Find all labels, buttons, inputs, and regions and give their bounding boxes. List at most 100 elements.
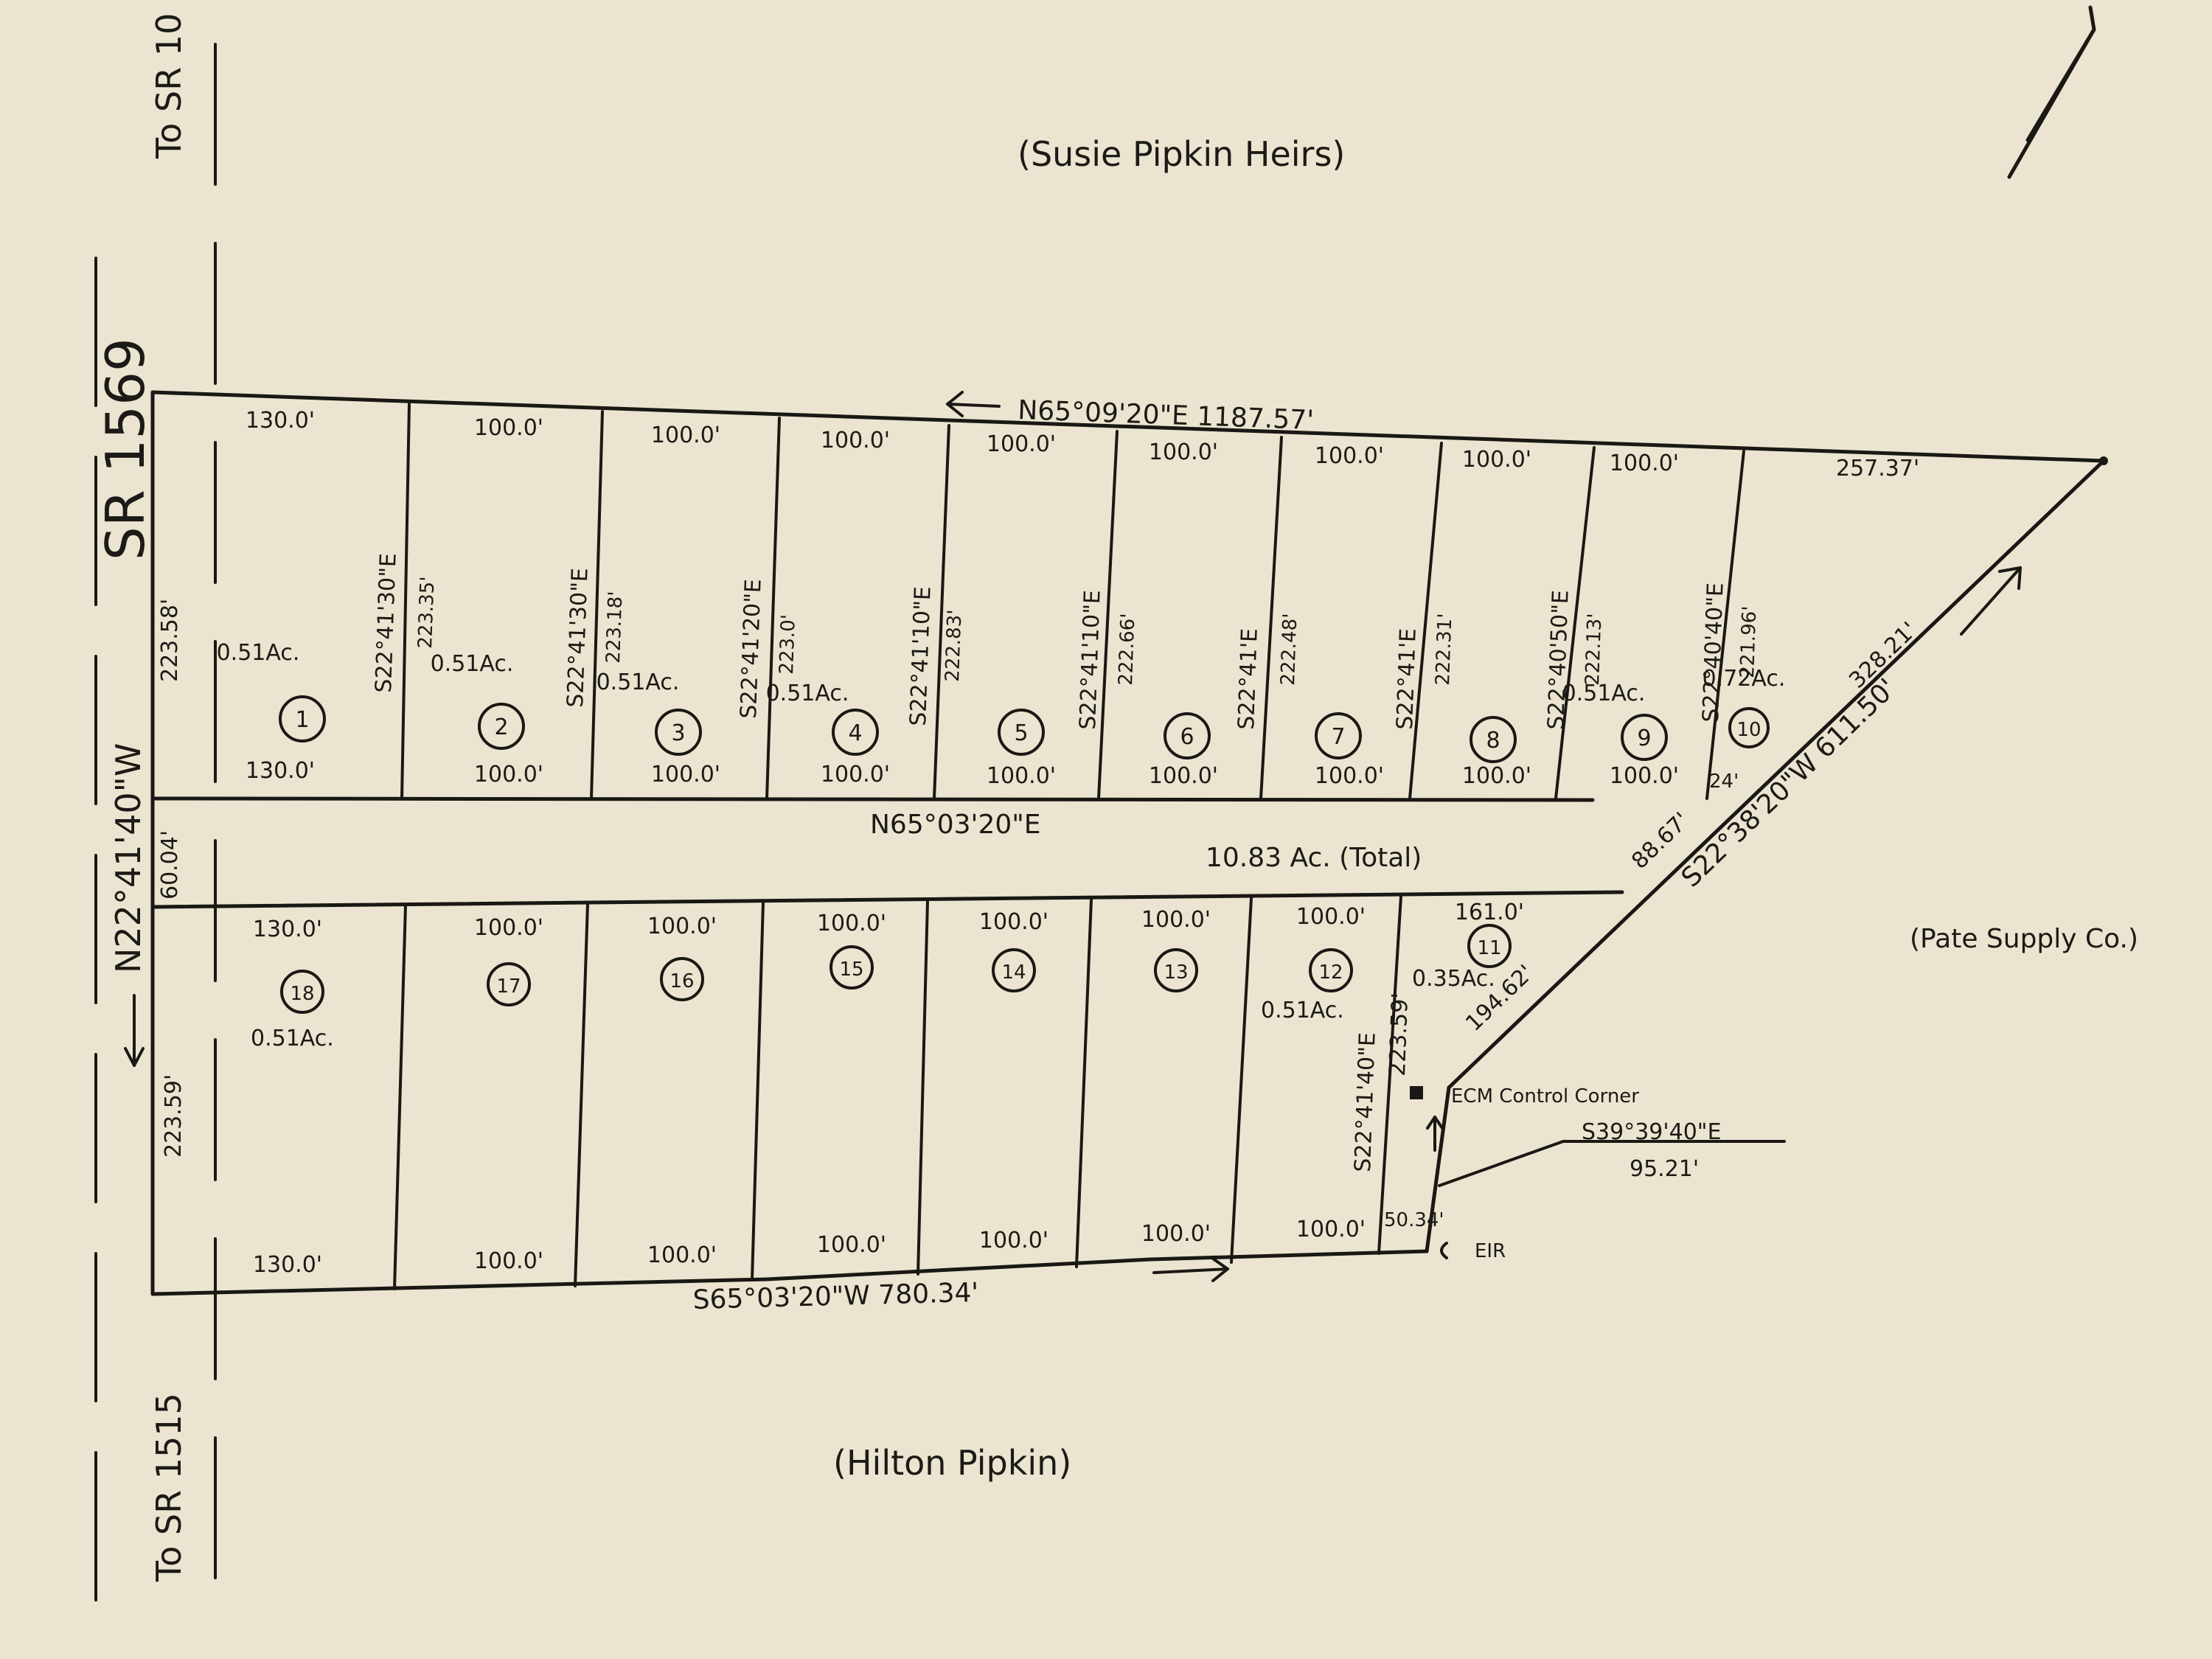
lot-back-dim: 100.0' bbox=[1141, 1221, 1211, 1247]
lot-number-circle bbox=[1728, 707, 1770, 748]
lot-number-text: 7 bbox=[1331, 724, 1345, 750]
bottom-lot-lines bbox=[393, 895, 1402, 1290]
lot12-side-bearing: S22°41'40"E bbox=[1350, 1032, 1381, 1173]
lot-area: 0.51Ac. bbox=[431, 651, 514, 677]
control-corner-marker bbox=[1410, 1086, 1423, 1099]
south-bearing: S65°03'20"W 780.34' bbox=[692, 1278, 979, 1315]
bottom-lot-13: 100.0'100.0'13 bbox=[1141, 907, 1211, 1247]
lot-area: 0.51Ac. bbox=[251, 1026, 334, 1051]
lot-front-dim: 100.0' bbox=[979, 909, 1048, 935]
lot-number-text: 6 bbox=[1180, 724, 1194, 750]
control-corner-text: ECM Control Corner bbox=[1451, 1085, 1639, 1107]
lot-number-circle bbox=[1309, 948, 1353, 992]
lot-number-text: 17 bbox=[496, 975, 521, 998]
lot-front-dim: 100.0' bbox=[651, 422, 720, 448]
lot-number-badge: 16 bbox=[660, 957, 704, 1001]
gap-dim: 24' bbox=[1709, 771, 1739, 793]
lot-number-text: 18 bbox=[290, 983, 314, 1005]
west-bearing: N22°41'40"W bbox=[108, 743, 148, 973]
lot-front-dim: 100.0' bbox=[474, 915, 543, 941]
lot-back-dim: 130.0' bbox=[253, 1252, 322, 1278]
south-line-mid bbox=[765, 1257, 1152, 1281]
lot-number-circle bbox=[1470, 716, 1517, 763]
lot-number-badge: 4 bbox=[832, 709, 879, 756]
lot-area: 0.51Ac. bbox=[217, 640, 300, 666]
lot-back-dim: 100.0' bbox=[1296, 1217, 1366, 1242]
lot-number-circle bbox=[1164, 712, 1211, 759]
arrow-south-line-icon bbox=[1152, 1257, 1229, 1282]
lot-number-badge: 1 bbox=[279, 695, 326, 742]
lot-front-dim: 100.0' bbox=[817, 911, 886, 936]
lot-side-bearing: S22°41'10"E bbox=[1075, 590, 1106, 731]
lot-area: 0.51Ac. bbox=[766, 681, 849, 706]
lot-front-dim: 100.0' bbox=[1610, 451, 1679, 476]
street-north-edge bbox=[150, 796, 1595, 802]
corner-line bbox=[1425, 1085, 1451, 1253]
lot12-side-depth: 223.59' bbox=[1385, 992, 1413, 1077]
lot-area: 0.35Ac. bbox=[1412, 966, 1495, 992]
lot-number-text: 9 bbox=[1637, 726, 1651, 751]
neighbor-south: (Hilton Pipkin) bbox=[833, 1443, 1071, 1483]
west-dim-top: 223.58' bbox=[157, 599, 183, 682]
bottom-lot-18: 130.0' 130.0' 0.51Ac. 18 bbox=[251, 917, 334, 1278]
lot-number-badge: 9 bbox=[1621, 714, 1668, 761]
corner-bearing: S39°39'40"E bbox=[1582, 1119, 1722, 1145]
corner-distance: 95.21' bbox=[1630, 1156, 1699, 1182]
lot-front-dim: 130.0' bbox=[253, 917, 322, 942]
lot-area: 0.51Ac. bbox=[597, 669, 680, 695]
lot-number-badge: 6 bbox=[1164, 712, 1211, 759]
road-name: SR 1569 bbox=[94, 338, 156, 560]
lot-back-dim: 100.0' bbox=[821, 762, 890, 787]
lot-number-badge: 8 bbox=[1470, 716, 1517, 763]
lot-front-dim: 100.0' bbox=[1315, 443, 1384, 469]
ne-dim: 257.37' bbox=[1836, 456, 1919, 481]
lot-side-bearing: S22°40'50"E bbox=[1543, 590, 1574, 731]
lot-side-depth: 222.48' bbox=[1277, 613, 1301, 686]
road-to-north: To SR 10 bbox=[149, 13, 189, 159]
parcel-boundary bbox=[150, 390, 2106, 1296]
bottom-lot-12: 100.0'100.0'0.51Ac.12 bbox=[1261, 904, 1366, 1242]
neighbor-labels: (Susie Pipkin Heirs) (Hilton Pipkin) (Pa… bbox=[833, 134, 2138, 1483]
leader-corner-bearing bbox=[1438, 1140, 1786, 1187]
lot-number-circle bbox=[487, 962, 531, 1006]
south-line-west bbox=[150, 1277, 769, 1296]
lot-side-bearing: S22°40'40"E bbox=[1698, 582, 1729, 723]
bottom-lot-labels: 130.0' 130.0' 0.51Ac. 18 100.0' 100.0' 17 100.0… bbox=[251, 900, 1524, 1278]
lot-number-badge: 17 bbox=[487, 962, 531, 1006]
top-lot-10: 0.72Ac.10 bbox=[1703, 666, 1785, 748]
lot-number-badge: 11 bbox=[1467, 924, 1512, 968]
lot-side-bearing: S22°41'30"E bbox=[563, 568, 594, 709]
road-to-south: To SR 1515 bbox=[149, 1393, 189, 1582]
lot-number-text: 15 bbox=[839, 959, 863, 981]
lot-number-circle bbox=[1154, 948, 1198, 992]
south-line-east bbox=[1148, 1249, 1429, 1262]
lot-side-depth: 222.66' bbox=[1115, 613, 1139, 686]
center-bearing: N65°03'20"E bbox=[870, 810, 1041, 840]
bottom-lot-17: 100.0'100.0'17 bbox=[474, 915, 543, 1274]
lot-number-circle bbox=[280, 970, 324, 1014]
lot-front-dim: 100.0' bbox=[647, 914, 717, 939]
lot-number-circle bbox=[478, 703, 525, 750]
lot-side-bearing: S22°41'10"E bbox=[905, 586, 936, 727]
lot-back-dim: 100.0' bbox=[474, 762, 543, 787]
lot-front-dim: 100.0' bbox=[821, 428, 890, 453]
lot-number-text: 8 bbox=[1486, 728, 1500, 754]
bottom-lot-15: 100.0' 100.0' 15 bbox=[817, 911, 886, 1258]
lot-front-dim: 100.0' bbox=[1149, 439, 1218, 465]
lot-number-text: 14 bbox=[1001, 961, 1026, 984]
lot-number-badge: 12 bbox=[1309, 948, 1353, 992]
lot-front-dim: 100.0' bbox=[1296, 904, 1366, 930]
lot-back-dim: 100.0' bbox=[817, 1232, 886, 1258]
bottom-lot-16: 100.0'100.0'16 bbox=[647, 914, 717, 1268]
lot-number-circle bbox=[1621, 714, 1668, 761]
top-lot-lines bbox=[400, 403, 1745, 800]
arrow-control-corner-icon bbox=[1426, 1116, 1444, 1152]
lot-number-text: 13 bbox=[1164, 961, 1188, 984]
lot-number-badge: 3 bbox=[655, 709, 702, 756]
lot-number-badge: 13 bbox=[1154, 948, 1198, 992]
lot-side-depth: 223.0' bbox=[776, 614, 800, 675]
